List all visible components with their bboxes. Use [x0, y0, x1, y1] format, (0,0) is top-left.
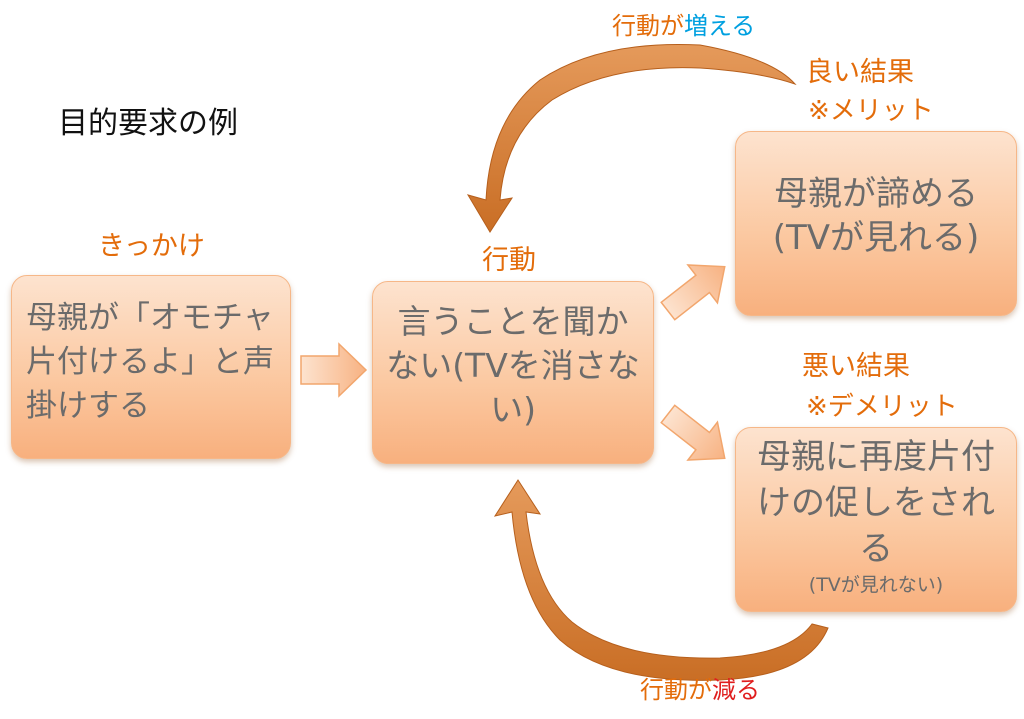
loop-increase-prefix: 行動が: [612, 12, 684, 40]
bad-result-box: 母親に再度片付けの促しをされる (TVが見れない): [735, 427, 1017, 612]
page-title: 目的要求の例: [58, 106, 238, 141]
action-text: 言うことを聞かない(TVを消さない): [386, 302, 640, 429]
loop-increase-emphasis: 増える: [684, 12, 756, 40]
bad-result-text: 母親に再度片付けの促しをされる: [757, 437, 995, 569]
good-result-box: 母親が諦める(TVが見れる): [735, 131, 1017, 316]
good-result-note: ※メリット: [808, 96, 934, 126]
loop-increase-label: 行動が増える: [612, 6, 755, 41]
action-box: 言うことを聞かない(TVを消さない): [372, 281, 654, 464]
good-result-text: 母親が諦める(TVが見れる): [772, 174, 980, 258]
loop-decrease-label: 行動が減る: [640, 670, 760, 705]
loop-decrease-prefix: 行動が: [640, 676, 712, 704]
bad-result-subtext: (TVが見れない): [808, 574, 944, 596]
trigger-text: 母親が「オモチャ片付けるよ」と声掛けする: [26, 300, 274, 424]
bad-result-label: 悪い結果: [802, 351, 910, 382]
curved-arrow-increase: [466, 43, 797, 233]
curved-arrow-decrease: [493, 479, 829, 681]
action-label: 行動: [482, 245, 536, 276]
trigger-label: きっかけ: [98, 231, 205, 262]
bad-result-note: ※デメリット: [806, 392, 958, 422]
good-result-label: 良い結果: [806, 57, 914, 88]
arrow-action-to-good: [660, 264, 726, 321]
loop-decrease-emphasis: 減る: [712, 676, 760, 704]
arrow-action-to-bad: [660, 404, 726, 461]
arrow-trigger-to-action: [300, 342, 368, 398]
trigger-box: 母親が「オモチャ片付けるよ」と声掛けする: [11, 275, 291, 459]
